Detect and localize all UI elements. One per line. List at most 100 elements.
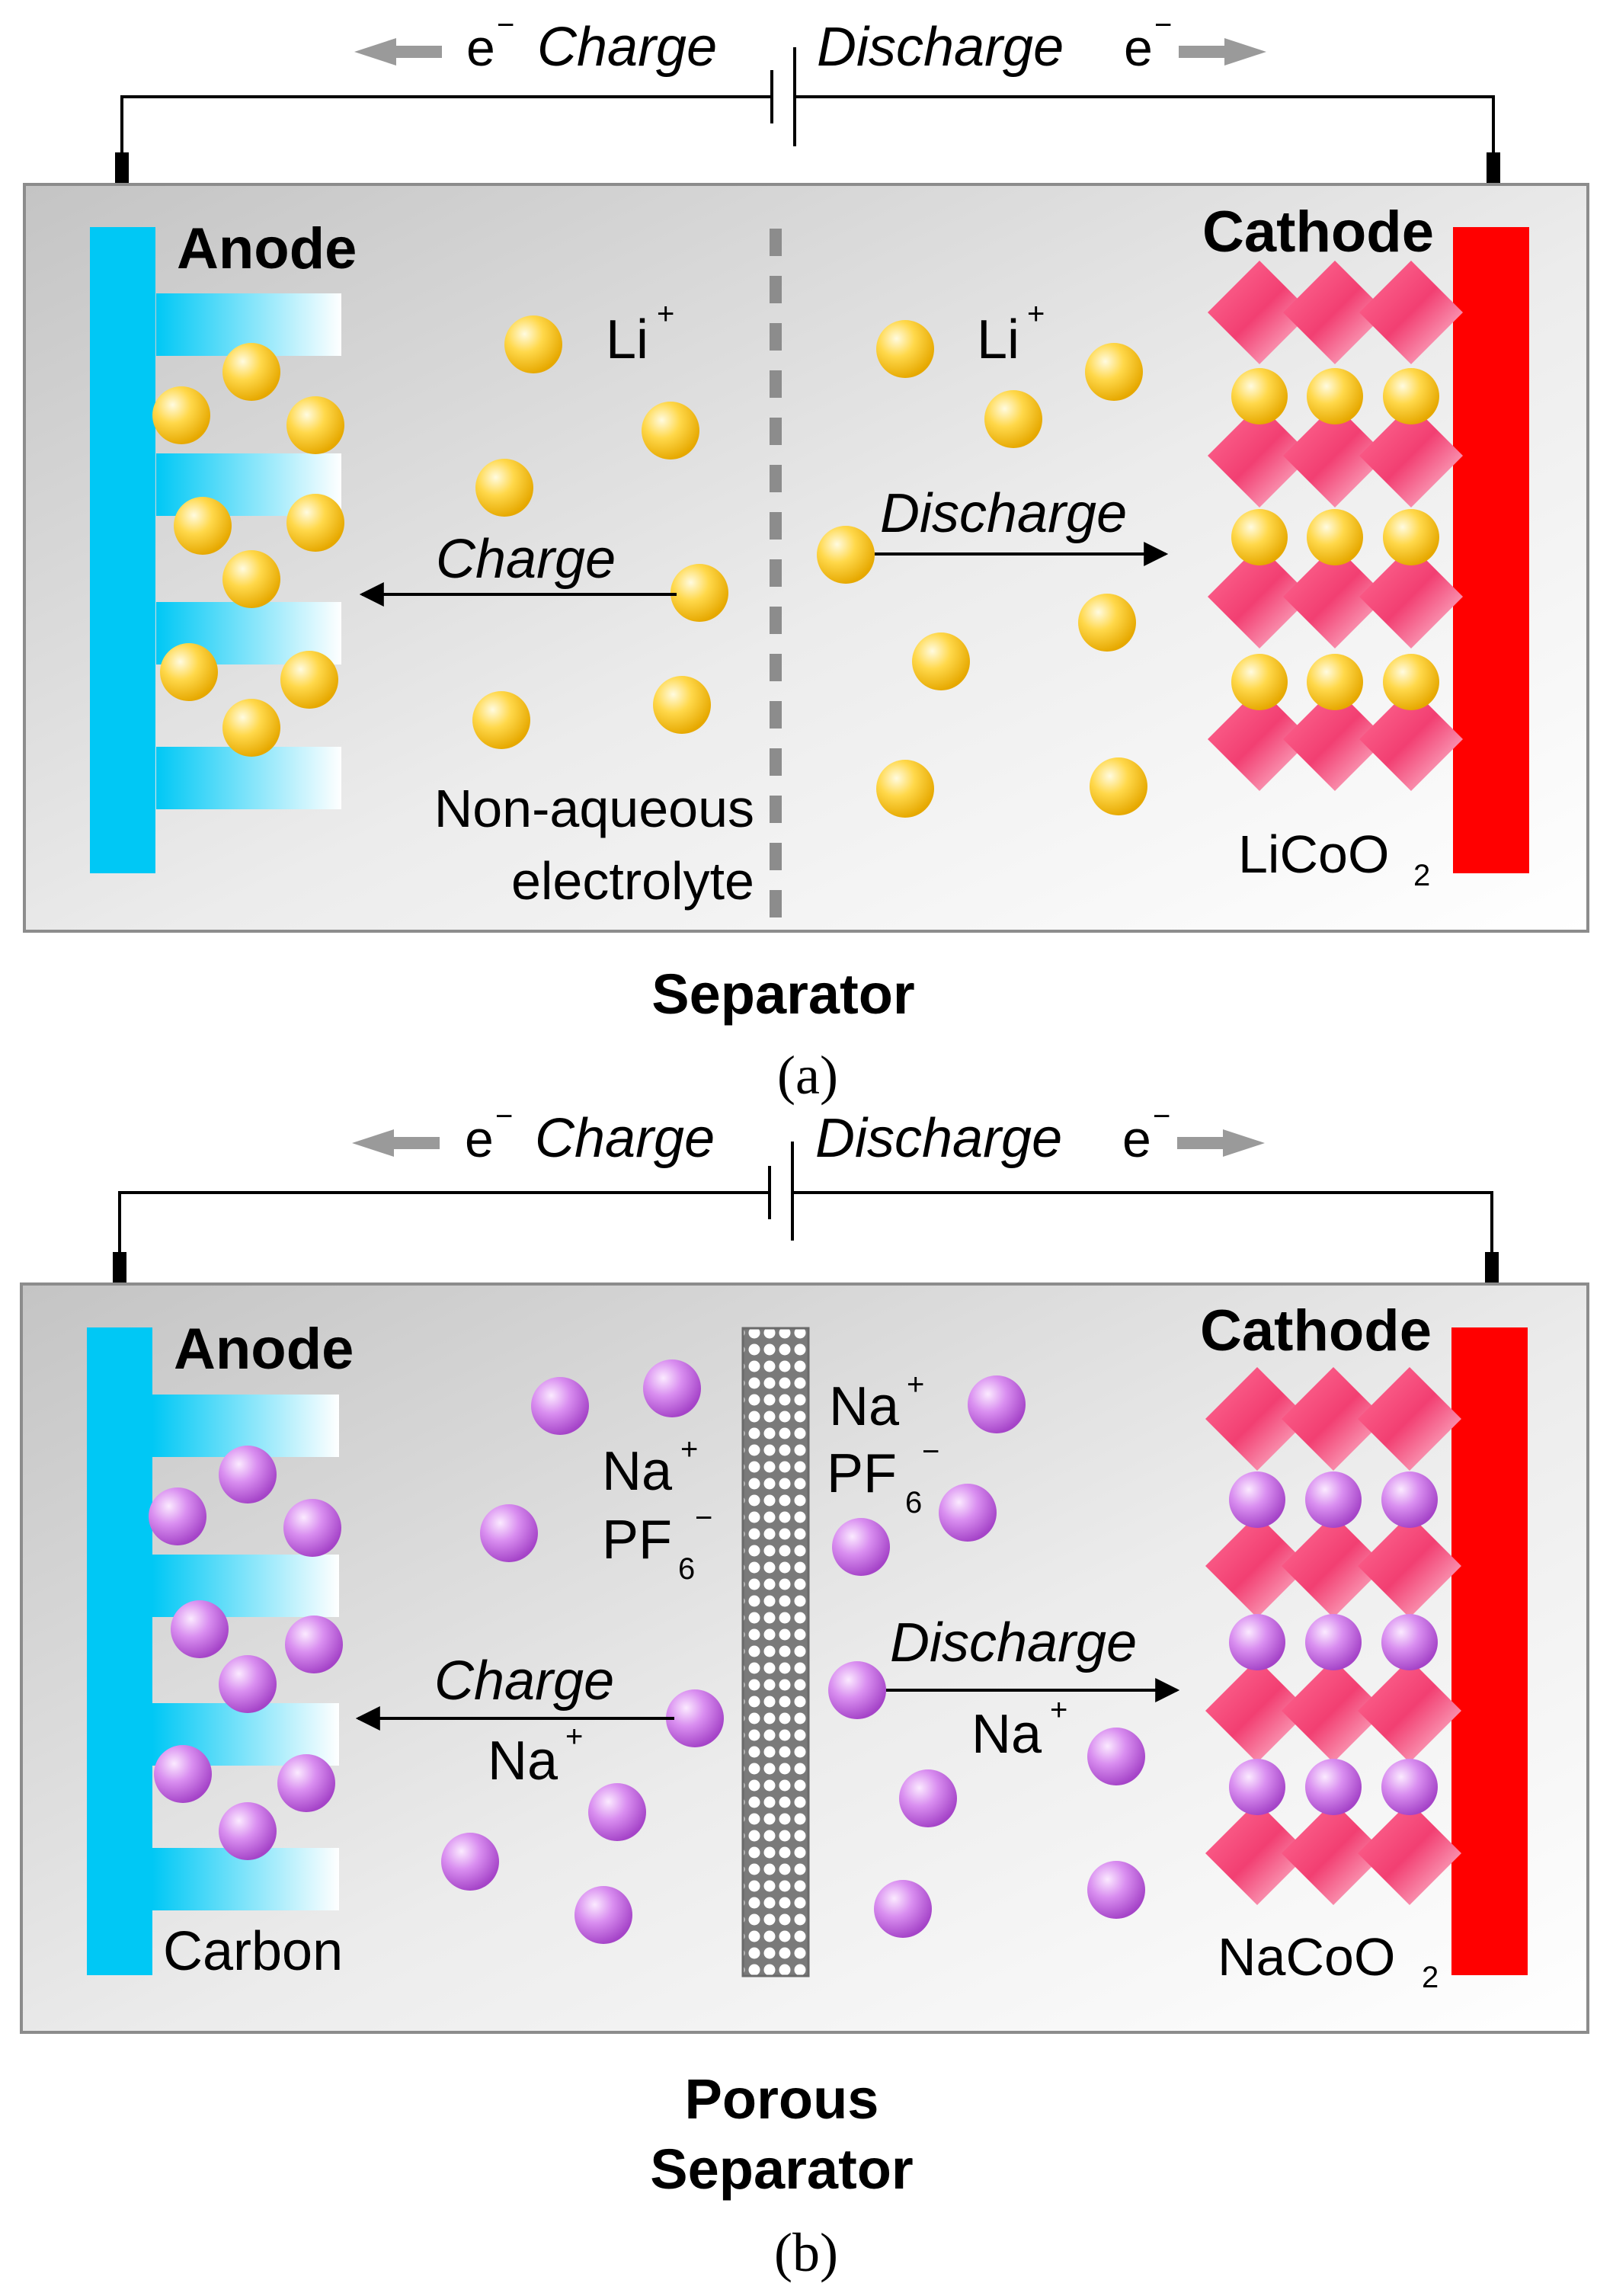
cathode-current-collector [1453,227,1529,873]
na-ion [1229,1614,1285,1670]
crystal-unit [1359,404,1463,508]
ion-label-right: Li [977,309,1019,370]
discharge-flow-ion-charge: + [1050,1693,1067,1727]
crystal-unit [1282,1801,1385,1905]
na-ion [1381,1759,1438,1815]
na-ion [480,1504,538,1562]
na-ion [441,1833,499,1891]
li-ion [1078,594,1136,652]
discharge-flow-label: Discharge [890,1612,1137,1673]
panel-b: e − Charge Discharge e − Anode Carbon Ca… [20,1100,1589,2283]
na-ion [828,1661,886,1719]
cathode-material-subscript: 2 [1422,1961,1439,1994]
electrolyte-label-line2: electrolyte [511,851,754,911]
na-ion [643,1359,701,1417]
li-ion [160,643,218,701]
na-ion [1305,1614,1362,1670]
crystal-unit [1359,545,1463,648]
anion-subscript-left: 6 [678,1552,695,1586]
panel-a: e − Charge Discharge e − Anode Cathode L… [23,8,1589,1106]
crystal-unit [1282,1514,1385,1618]
li-ion [222,550,280,608]
na-ion [154,1745,212,1803]
na-ion [588,1783,646,1841]
na-ion [1381,1614,1438,1670]
ion-charge-left: + [680,1433,698,1466]
li-ion [984,390,1042,448]
li-ion [670,564,728,622]
top-direction-labels: e − Charge Discharge e − [352,1100,1265,1169]
li-ion [653,676,711,734]
anion-charge-left: − [695,1501,712,1535]
porous-separator [741,1327,810,1977]
crystal-unit [1282,1367,1385,1471]
li-ion [642,402,699,460]
li-ion [1231,368,1288,424]
cathode-crystal-lattice [1205,1367,1461,1905]
crystal-unit [1359,261,1463,364]
na-ion [874,1880,932,1938]
top-discharge-label: Discharge [815,1108,1062,1169]
li-ion [876,760,934,818]
crystal-unit [1205,1367,1309,1471]
left-gray-arrow [352,1129,440,1157]
electron-minus-left: − [497,8,514,42]
li-ion [222,343,280,401]
electron-label-left: e [466,19,495,77]
li-ion [1383,509,1439,565]
electrolyte-label-line1: Non-aqueous [434,779,754,838]
na-ion [574,1886,632,1944]
right-gray-arrow [1177,1129,1265,1157]
crystal-unit [1208,687,1311,791]
anode-current-collector [87,1327,152,1975]
cathode-material-label: LiCoO [1238,825,1389,884]
li-ion [472,691,530,749]
li-ion [475,459,533,517]
cathode-crystal-lattice [1208,261,1463,791]
crystal-unit [1283,261,1387,364]
crystal-unit [1358,1367,1461,1471]
top-discharge-label: Discharge [817,17,1064,78]
anion-charge-right: − [922,1435,939,1468]
anode-material-label: Carbon [163,1921,343,1982]
electron-minus-right: − [1154,8,1172,42]
li-ion [876,320,934,378]
panel-a-caption: (a) [777,1045,838,1106]
charge-flow-ion-label: Na [488,1731,558,1792]
electron-label-left: e [465,1110,494,1168]
panel-b-caption: (b) [774,2222,838,2283]
crystal-unit [1358,1659,1461,1763]
na-ion [171,1600,229,1658]
li-ion [222,699,280,757]
crystal-unit [1358,1801,1461,1905]
charge-flow-ion-charge: + [565,1720,583,1753]
top-direction-labels: e − Charge Discharge e − [354,8,1266,78]
li-ion [152,386,210,444]
anode-label: Anode [177,216,357,281]
na-ion [899,1769,957,1827]
crystal-unit [1283,687,1387,791]
na-ion [277,1754,335,1812]
li-ion [286,494,344,552]
electron-label-right: e [1124,19,1153,77]
li-ion [1231,509,1288,565]
crystal-unit [1208,404,1311,508]
na-ion [285,1616,343,1673]
li-ion [1383,654,1439,710]
crystal-unit [1208,545,1311,648]
separator-label-line2: Separator [650,2137,913,2201]
separator-label: Separator [651,962,914,1026]
na-ion [1305,1759,1362,1815]
na-ion [968,1375,1026,1433]
li-ion [1383,368,1439,424]
right-gray-arrow [1179,38,1266,66]
discharge-flow-ion-label: Na [971,1704,1042,1765]
na-ion [832,1518,890,1576]
charge-flow-label: Charge [436,529,616,590]
crystal-unit [1283,404,1387,508]
crystal-unit [1358,1514,1461,1618]
crystal-unit [1208,261,1311,364]
crystal-unit [1205,1801,1309,1905]
left-gray-arrow [354,38,442,66]
